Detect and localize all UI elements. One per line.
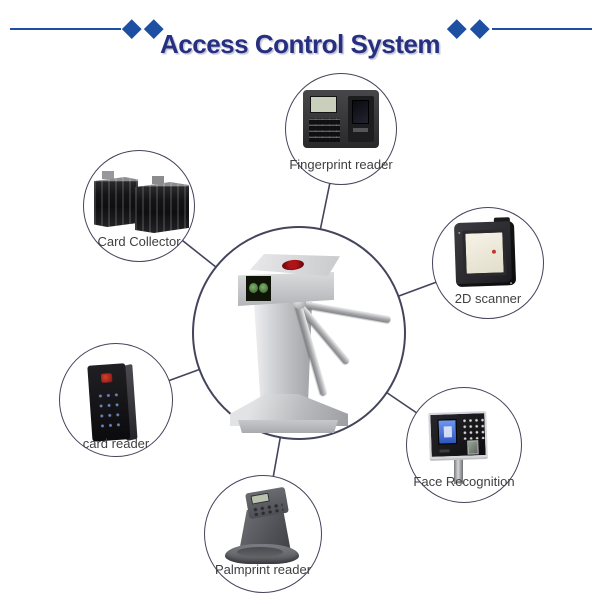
card-collector-image <box>94 171 189 233</box>
device-keypad <box>309 118 340 142</box>
device-screen <box>437 419 458 445</box>
header-rule-right <box>492 28 592 30</box>
green-arrow-icon <box>259 283 268 293</box>
node-palmprint-reader: Palmprint reader <box>204 475 322 593</box>
device-label-strip <box>353 128 368 132</box>
node-fingerprint-reader: Fingerprint reader <box>285 73 397 185</box>
device-tab <box>152 176 164 184</box>
palm-tray-hollow <box>237 547 283 557</box>
palmprint-reader-image <box>221 486 307 570</box>
node-label: Face Recognition <box>413 474 515 489</box>
device-side-panel <box>348 96 374 142</box>
node-label: 2D scanner <box>454 291 522 306</box>
tripod-turnstile-image <box>194 228 404 438</box>
fingerprint-reader-image <box>303 90 379 148</box>
node-2d-scanner: 2D scanner <box>432 207 544 319</box>
turnstile-indicator-panel <box>246 276 271 301</box>
screen-glyph <box>443 426 453 438</box>
device-keypad <box>461 417 486 440</box>
card-reader-image <box>87 362 142 445</box>
node-face-recognition: Face Recognition <box>406 387 522 503</box>
node-card-collector: Card Collector <box>83 150 195 262</box>
screw-icon <box>458 231 461 234</box>
node-label: Card Collector <box>97 234 181 249</box>
scanner-window <box>462 229 507 277</box>
header-rule-left <box>10 28 121 30</box>
fingerprint-sensor <box>467 440 479 455</box>
node-label: Fingerprint reader <box>289 157 393 172</box>
device-mark <box>439 449 450 453</box>
device-tab <box>102 171 114 179</box>
central-node-turnstile <box>192 226 406 440</box>
turnstile-head-top <box>250 254 340 276</box>
device-keypad <box>96 389 124 432</box>
2d-scanner-image <box>453 217 518 289</box>
node-label: card reader <box>82 436 150 451</box>
green-arrow-icon <box>249 283 258 293</box>
node-label: Palmprint reader <box>214 562 312 577</box>
page-title: Access Control System <box>160 29 440 60</box>
fingerprint-window <box>352 100 369 124</box>
device-panel <box>428 411 488 459</box>
collector-module <box>135 182 189 233</box>
device-lcd <box>310 96 337 113</box>
turnstile-red-badge <box>281 258 305 272</box>
face-recognition-image <box>407 388 521 502</box>
screw-icon <box>510 282 513 285</box>
device-pole <box>454 459 463 484</box>
collector-module <box>94 177 138 227</box>
device-lcd <box>250 492 270 505</box>
reader-red-indicator <box>100 373 113 383</box>
turnstile-plinth <box>238 420 338 433</box>
node-card-reader: card reader <box>59 343 173 457</box>
